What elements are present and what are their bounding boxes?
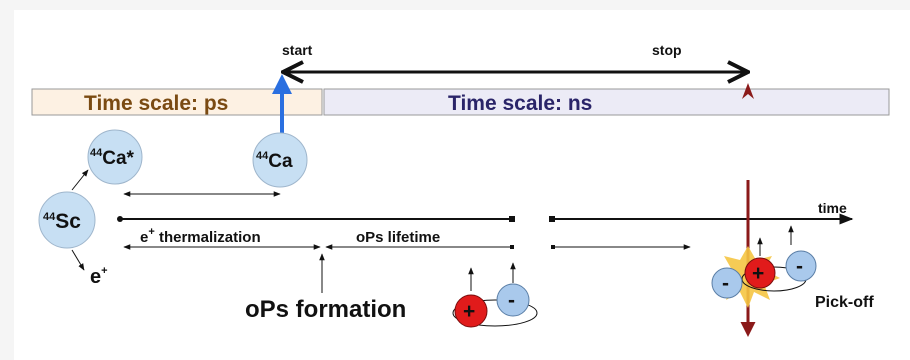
pick-off-electron-right-sign: - bbox=[796, 255, 803, 278]
ops-lifetime-end bbox=[510, 245, 514, 249]
stop-label: stop bbox=[652, 42, 682, 58]
pick-off-positron-sign: + bbox=[752, 262, 764, 285]
ops-positron bbox=[454, 294, 488, 328]
pick-off-electron-left bbox=[711, 267, 743, 299]
sc-mass: 44 bbox=[43, 211, 56, 223]
timeline-left-end bbox=[509, 216, 515, 222]
sc-nucleus bbox=[38, 191, 96, 249]
positron-label: e+ bbox=[90, 265, 108, 288]
ca-label: 44Ca bbox=[256, 150, 293, 172]
ca-excited-symbol: Ca* bbox=[102, 148, 134, 169]
thermalization-e: e bbox=[140, 229, 148, 246]
ops-orbit bbox=[452, 299, 538, 327]
ca-excited-mass: 44 bbox=[90, 147, 103, 159]
ops-electron bbox=[496, 283, 530, 317]
ops-electron-sign: - bbox=[508, 289, 515, 312]
pick-off-label: Pick-off bbox=[815, 294, 874, 311]
pick-off-electron-left-sign: - bbox=[722, 272, 729, 295]
decay-to-ca-arrow bbox=[71, 169, 89, 191]
ns-scale-label: Time scale: ns bbox=[448, 92, 592, 115]
ops-formation-label: oPs formation bbox=[245, 296, 406, 323]
ps-scale-label: Time scale: ps bbox=[84, 92, 228, 115]
time-label: time bbox=[818, 200, 847, 216]
stop-marker-icon bbox=[742, 83, 754, 99]
thermalization-text: thermalization bbox=[155, 229, 261, 246]
sc-nucleus-label: 44Sc bbox=[43, 210, 81, 233]
ca-mass: 44 bbox=[256, 150, 269, 162]
ops-lifetime-label: oPs lifetime bbox=[356, 229, 440, 246]
thermalization-sup: + bbox=[148, 226, 154, 238]
ns-scale-bar bbox=[323, 88, 890, 116]
ns-lifetime-start bbox=[551, 245, 555, 249]
ca-symbol: Ca bbox=[268, 151, 293, 172]
positron-charge: + bbox=[101, 265, 107, 277]
start-label: start bbox=[282, 42, 313, 58]
pick-off-positron bbox=[744, 257, 776, 289]
sc-symbol: Sc bbox=[55, 210, 81, 233]
pick-off-electron-right bbox=[785, 250, 817, 282]
decay-to-positron-arrow bbox=[71, 249, 85, 271]
ca-excited-nucleus bbox=[87, 129, 143, 185]
ops-positron-sign: + bbox=[463, 300, 475, 323]
thermalization-label: e+ thermalization bbox=[140, 226, 261, 246]
ca-nucleus bbox=[252, 132, 308, 188]
ca-excited-label: 44Ca* bbox=[90, 147, 135, 169]
positron-symbol: e bbox=[90, 266, 101, 288]
